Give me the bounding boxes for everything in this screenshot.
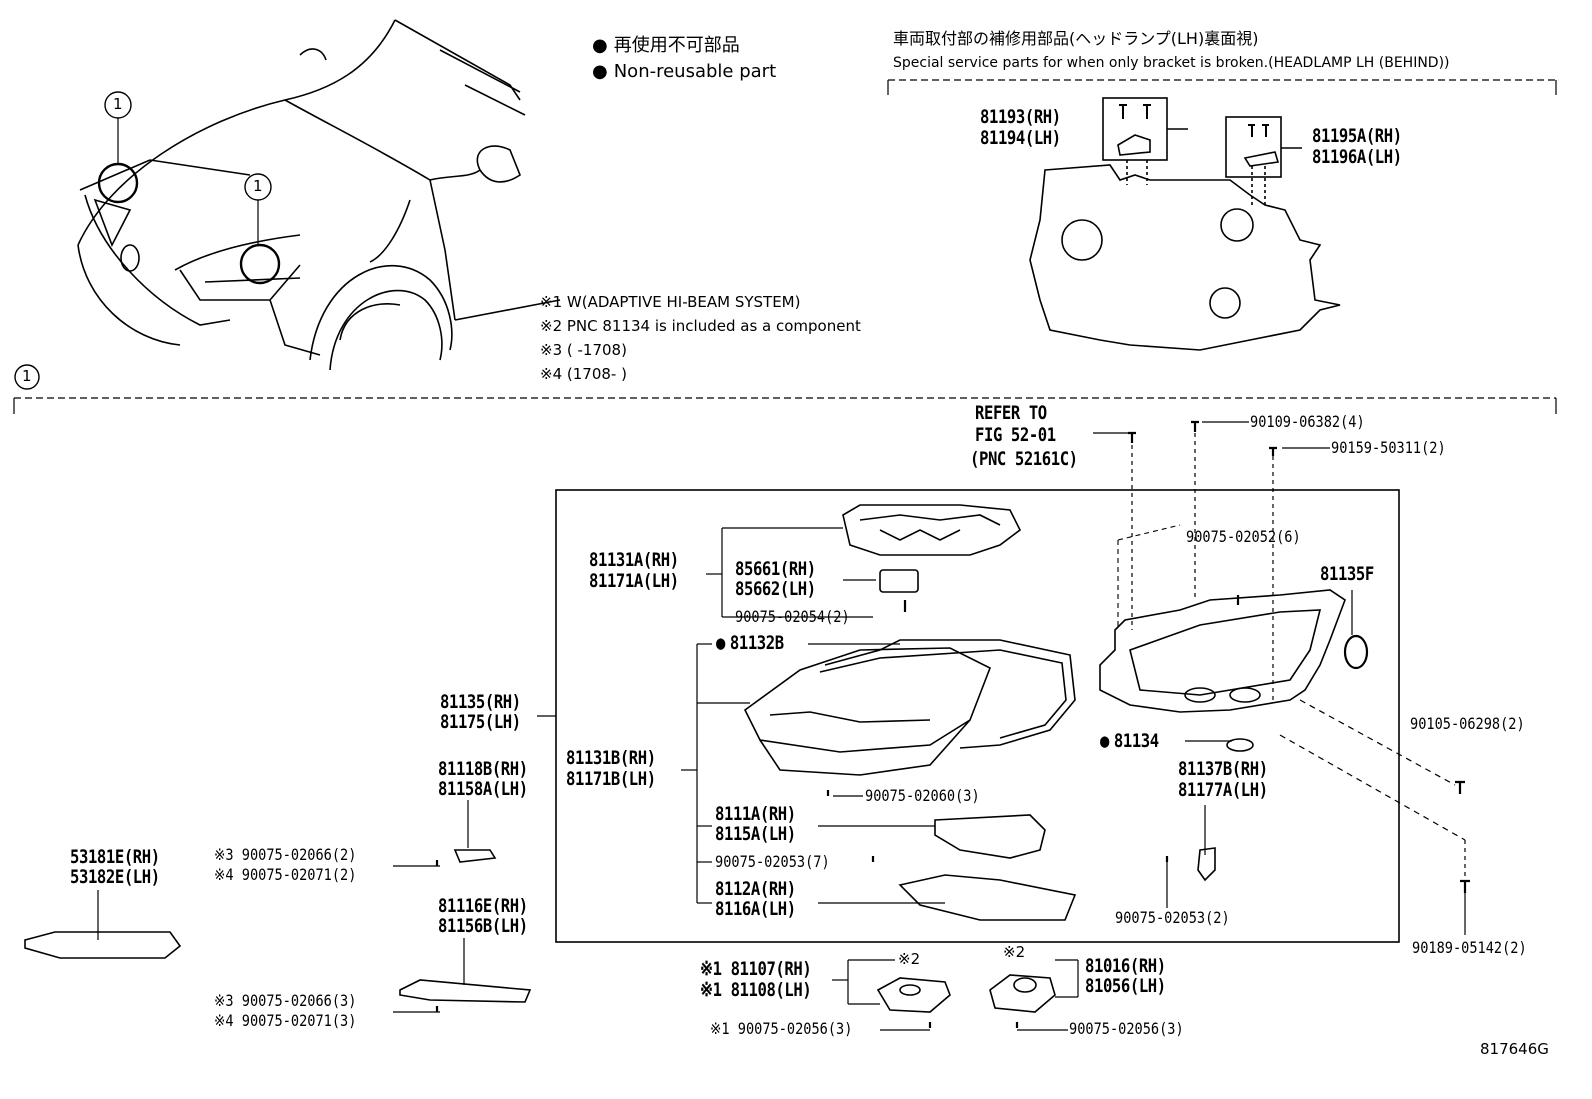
- part-90189: 90189-05142(2): [1412, 938, 1527, 957]
- part-90075-02071-3: ※4 90075-02071(3): [214, 1011, 357, 1030]
- leader-lines: [97, 421, 1466, 1031]
- part-90075-02056-b: 90075-02056(3): [1069, 1019, 1184, 1038]
- part-53182e: 53182E(LH): [70, 866, 160, 888]
- part-8112a: 8112A(RH): [715, 878, 796, 900]
- part-90075-02053-7: 90075-02053(7): [715, 852, 830, 871]
- part-81175: 81175(LH): [440, 711, 521, 733]
- headlamp-back-view: [1029, 97, 1341, 351]
- part-81196a: 81196A(LH): [1312, 146, 1402, 168]
- part-90075-02053-2: 90075-02053(2): [1115, 908, 1230, 927]
- part-81116e: 81116E(RH): [438, 895, 528, 917]
- refer-line-3: (PNC 52161C): [970, 448, 1078, 470]
- part-81134: 81134: [1100, 732, 1159, 751]
- note-4: ※4 (1708- ): [540, 365, 627, 383]
- lens-assembly: [743, 639, 1076, 776]
- callout-marker: 1: [113, 95, 123, 113]
- screws: [435, 420, 1470, 1028]
- projector-module: [842, 504, 1022, 612]
- part-81056: 81056(LH): [1085, 975, 1166, 997]
- part-90075-02071-2: ※4 90075-02071(2): [214, 865, 357, 884]
- legend-en: Non-reusable part: [592, 63, 776, 81]
- part-81171b: 81171B(LH): [566, 768, 656, 790]
- part-81132b-text: 81132B: [729, 632, 784, 654]
- part-90159: 90159-50311(2): [1331, 438, 1446, 457]
- refer-line-2: FIG 52-01: [975, 424, 1056, 446]
- part-81158a: 81158A(LH): [438, 778, 528, 800]
- part-81135: 81135(RH): [440, 691, 521, 713]
- part-90075-02066-3: ※3 90075-02066(3): [214, 991, 357, 1010]
- part-85662: 85662(LH): [735, 578, 816, 600]
- note-2: ※2 PNC 81134 is included as a component: [540, 317, 861, 335]
- part-90075-02066-2: ※3 90075-02066(2): [214, 845, 357, 864]
- drl-and-turn-modules: [898, 814, 1216, 921]
- part-81195a: 81195A(RH): [1312, 125, 1402, 147]
- legend-ja: 再使用不可部品: [592, 37, 740, 55]
- service-section-bracket: [887, 79, 1557, 95]
- part-81016: 81016(RH): [1085, 955, 1166, 977]
- part-8116a: 8116A(LH): [715, 898, 796, 920]
- part-90075-02052: 90075-02052(6): [1186, 527, 1301, 546]
- note-ref-2: ※2: [898, 950, 921, 968]
- part-8115a: 8115A(LH): [715, 823, 796, 845]
- part-81118b: 81118B(RH): [438, 758, 528, 780]
- headlamp-assembly-box: [555, 489, 1400, 943]
- part-81177a: 81177A(LH): [1178, 779, 1268, 801]
- note-1: ※1 W(ADAPTIVE HI-BEAM SYSTEM): [540, 293, 801, 311]
- part-90075-02060: 90075-02060(3): [865, 786, 980, 805]
- part-85661: 85661(RH): [735, 558, 816, 580]
- part-8111a: 8111A(RH): [715, 803, 796, 825]
- part-81134-text: 81134: [1113, 730, 1159, 752]
- note-3: ※3 ( -1708): [540, 341, 627, 359]
- note-ref-2: ※2: [1003, 943, 1026, 961]
- headlamp-housing: [1099, 524, 1369, 752]
- part-81132b: 81132B: [716, 634, 784, 653]
- figure-id: 817646G: [1480, 1040, 1549, 1058]
- part-81137b: 81137B(RH): [1178, 758, 1268, 780]
- part-90075-02054: 90075-02054(2): [735, 607, 850, 626]
- part-81108: ※1 81108(LH): [700, 979, 812, 1001]
- callout-marker: 1: [253, 177, 263, 195]
- part-90105: 90105-06298(2): [1410, 714, 1525, 733]
- service-title-ja: 車両取付部の補修用部品(ヘッドランプ(LH)裏面視): [893, 29, 1259, 48]
- part-81193: 81193(RH): [980, 106, 1061, 128]
- part-81156b: 81156B(LH): [438, 915, 528, 937]
- part-81171a: 81171A(LH): [589, 570, 679, 592]
- part-90109: 90109-06382(4): [1250, 412, 1365, 431]
- callout-marker: 1: [22, 367, 32, 385]
- service-title-en: Special service parts for when only brac…: [893, 55, 1450, 71]
- part-53181e: 53181E(RH): [70, 846, 160, 868]
- main-section-bracket: [13, 364, 1557, 414]
- part-81131a: 81131A(RH): [589, 549, 679, 571]
- legend-ja-text: 再使用不可部品: [613, 35, 740, 56]
- car-front-illustration: [77, 19, 561, 371]
- refer-line-1: REFER TO: [975, 402, 1047, 424]
- part-81135f: 81135F: [1320, 563, 1374, 585]
- legend-en-text: Non-reusable part: [613, 61, 777, 82]
- left-brackets: [24, 849, 532, 1003]
- part-81194: 81194(LH): [980, 127, 1061, 149]
- part-81107: ※1 81107(RH): [700, 958, 812, 980]
- part-81131b: 81131B(RH): [566, 747, 656, 769]
- ecu-modules: [876, 974, 1056, 1013]
- part-90075-02056-a: ※1 90075-02056(3): [710, 1019, 853, 1038]
